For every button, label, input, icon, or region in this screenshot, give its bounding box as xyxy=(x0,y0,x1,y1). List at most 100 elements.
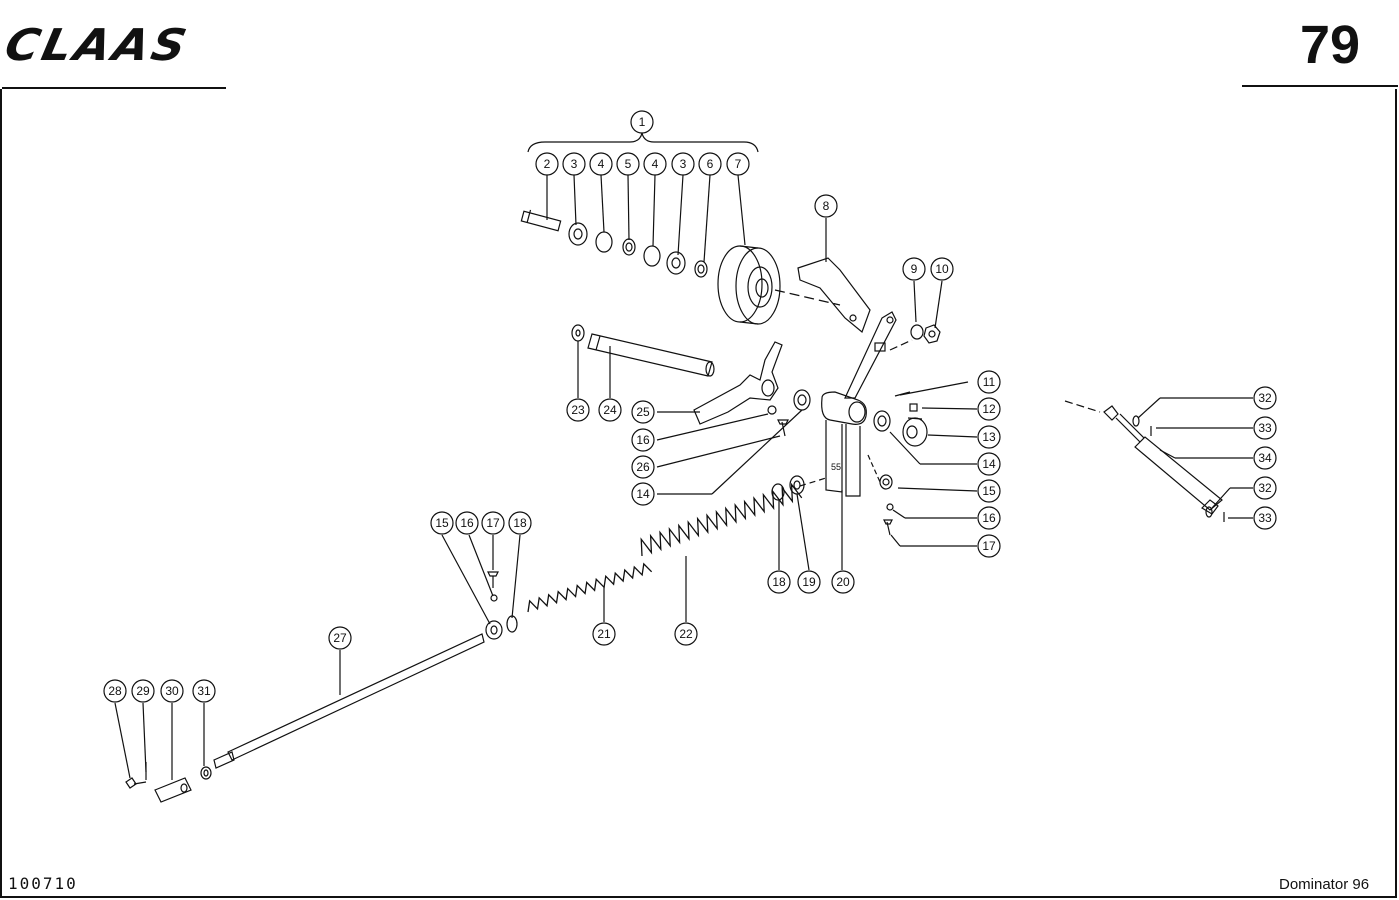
callout-5: 5 xyxy=(616,152,640,176)
nut-part-16a xyxy=(886,503,894,511)
ring-part-4b xyxy=(643,245,661,267)
callout-10: 10 xyxy=(930,257,954,281)
callout-4a: 4 xyxy=(589,152,613,176)
bushing-part-14b xyxy=(793,389,811,411)
group-bracket xyxy=(527,132,759,153)
callout-18b: 18 xyxy=(767,570,791,594)
lever-part-25 xyxy=(693,341,783,425)
callout-32a: 32 xyxy=(1253,386,1277,410)
svg-text:23: 23 xyxy=(571,403,585,417)
svg-text:18: 18 xyxy=(772,575,786,589)
callout-14b: 14 xyxy=(631,482,655,506)
spacer-part-5 xyxy=(622,238,636,256)
callout-16c: 16 xyxy=(455,511,479,535)
svg-text:15: 15 xyxy=(435,516,449,530)
svg-text:6: 6 xyxy=(707,157,714,171)
rod-part-27 xyxy=(213,633,485,769)
svg-text:5: 5 xyxy=(625,157,632,171)
pin-part-24 xyxy=(587,333,715,377)
nut-part-10 xyxy=(923,324,941,344)
svg-text:17: 17 xyxy=(486,516,500,530)
svg-text:8: 8 xyxy=(823,199,830,213)
spring-part-21 xyxy=(527,562,653,613)
svg-text:24: 24 xyxy=(603,403,617,417)
bushing-part-14a xyxy=(873,410,891,432)
callout-22: 22 xyxy=(674,622,698,646)
washer-part-32b xyxy=(1205,506,1213,518)
svg-text:25: 25 xyxy=(636,405,650,419)
svg-text:32: 32 xyxy=(1258,481,1272,495)
svg-text:9: 9 xyxy=(911,262,918,276)
svg-text:4: 4 xyxy=(652,157,659,171)
svg-text:34: 34 xyxy=(1258,451,1272,465)
callout-17b: 17 xyxy=(481,511,505,535)
reference-code: 100710 xyxy=(8,874,78,893)
bushing-part-15a xyxy=(879,474,893,490)
header-rule-left xyxy=(2,87,226,89)
svg-text:10: 10 xyxy=(935,262,949,276)
spring-part-22 xyxy=(640,482,803,557)
callout-25: 25 xyxy=(631,400,655,424)
callout-19: 19 xyxy=(797,570,821,594)
callout-11: 11 xyxy=(977,370,1001,394)
callout-4b: 4 xyxy=(643,152,667,176)
svg-text:30: 30 xyxy=(165,684,179,698)
svg-text:14: 14 xyxy=(982,457,996,471)
cam-part-13 xyxy=(902,417,928,447)
svg-text:7: 7 xyxy=(735,157,742,171)
svg-text:14: 14 xyxy=(636,487,650,501)
nut-part-31 xyxy=(200,766,212,780)
svg-text:12: 12 xyxy=(982,402,996,416)
callout-21: 21 xyxy=(592,622,616,646)
callout-24: 24 xyxy=(598,398,622,422)
ring-part-4a xyxy=(595,231,613,253)
washer-part-23 xyxy=(571,324,585,342)
page-border xyxy=(0,89,1397,898)
washer-part-9 xyxy=(910,324,924,340)
page-number: 79 xyxy=(1300,15,1361,75)
callout-16a: 16 xyxy=(977,506,1001,530)
svg-text:2: 2 xyxy=(544,157,551,171)
model-name: Dominator 96 xyxy=(1279,876,1370,893)
key-part-12 xyxy=(909,403,918,412)
callout-15a: 15 xyxy=(977,479,1001,503)
callout-3b: 3 xyxy=(671,152,695,176)
callout-20: 20 xyxy=(831,570,855,594)
swing-arm-part-20: 55 xyxy=(821,311,897,497)
pulley-part-7 xyxy=(717,245,781,325)
washer-part-18a xyxy=(506,615,518,633)
callout-3a: 3 xyxy=(562,152,586,176)
callout-13: 13 xyxy=(977,425,1001,449)
nut-part-16b xyxy=(767,405,777,415)
svg-text:20: 20 xyxy=(836,575,850,589)
svg-text:19: 19 xyxy=(802,575,816,589)
svg-text:11: 11 xyxy=(983,375,996,389)
svg-text:16: 16 xyxy=(636,433,650,447)
bracket-part-8 xyxy=(797,257,871,334)
washer-part-32a xyxy=(1132,415,1140,427)
callout-27: 27 xyxy=(328,626,352,650)
svg-text:4: 4 xyxy=(598,157,605,171)
bolt-part-17b xyxy=(487,571,499,588)
svg-text:16: 16 xyxy=(982,511,996,525)
svg-text:26: 26 xyxy=(636,460,650,474)
callout-2: 2 xyxy=(535,152,559,176)
callout-33a: 33 xyxy=(1253,416,1277,440)
svg-text:1: 1 xyxy=(639,115,646,129)
svg-text:27: 27 xyxy=(333,631,347,645)
callout-17a: 17 xyxy=(977,534,1001,558)
callout-15b: 15 xyxy=(430,511,454,535)
svg-text:3: 3 xyxy=(680,157,687,171)
screw-part-26 xyxy=(777,419,789,437)
svg-text:16: 16 xyxy=(460,516,474,530)
callout-34: 34 xyxy=(1253,446,1277,470)
callout-30: 30 xyxy=(160,679,184,703)
callout-33b: 33 xyxy=(1253,506,1277,530)
callout-18a: 18 xyxy=(508,511,532,535)
callout-12: 12 xyxy=(977,397,1001,421)
callout-1: 1 xyxy=(630,110,654,134)
svg-text:22: 22 xyxy=(679,627,693,641)
washer-part-6 xyxy=(694,260,708,278)
